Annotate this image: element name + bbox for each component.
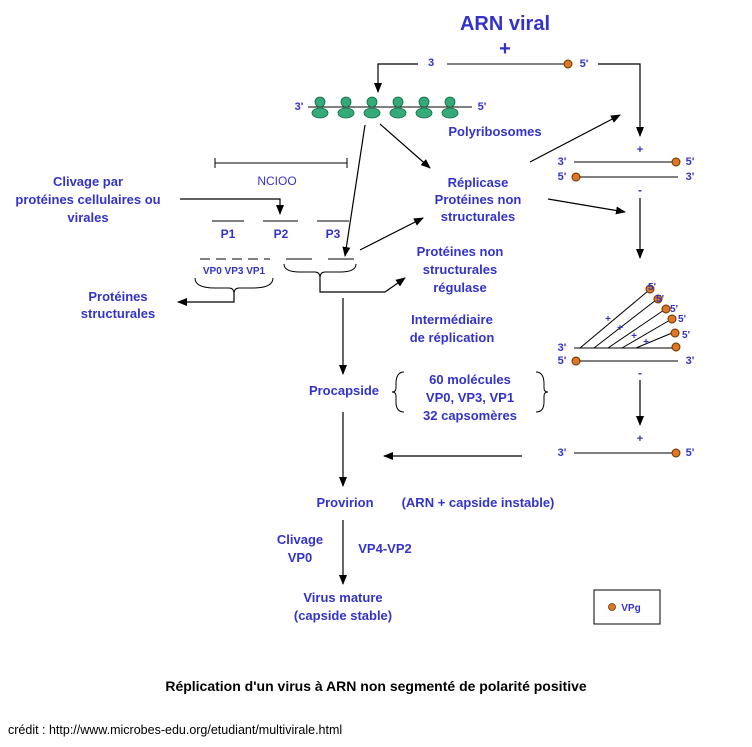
arrow-replicase-up (529, 114, 621, 163)
final-3-label: 3' (558, 447, 567, 459)
rf-top-3-label: 3' (558, 156, 567, 168)
ri-plus-1: + (605, 314, 611, 325)
ribosome-1 (311, 96, 329, 119)
procapside-line1: 60 molécules (429, 372, 511, 387)
ri-5-label-bottom: 5' (558, 355, 567, 367)
regulase-line1: Protéines non (417, 244, 504, 259)
final-5-label: 5' (686, 447, 695, 459)
credit-line: crédit : http://www.microbes-edu.org/etu… (8, 723, 343, 737)
vpg-marker-top (563, 59, 573, 69)
clivage-vp0-line2: VP0 (288, 550, 313, 565)
arrow-clivage-to-p2 (180, 198, 284, 215)
rf-bottom-3-label: 3' (686, 171, 695, 183)
regulase-line3: régulase (433, 280, 486, 295)
nciOO-label: NCIOO (257, 174, 296, 188)
ribosomes (311, 96, 459, 119)
vp-brace (194, 277, 274, 295)
diagram-title: ARN viral (460, 13, 550, 35)
final-vpg (671, 448, 681, 458)
replicase-line2: Protéines non (435, 192, 522, 207)
ri-3-label: 3' (558, 342, 567, 354)
arrow-p3-to-replicase (359, 217, 424, 251)
p1-label: P1 (221, 227, 236, 241)
ri-3-label-bottom: 3' (686, 355, 695, 367)
arrow-replicase-right (547, 198, 626, 215)
top-3-label: 3 (428, 57, 434, 69)
intermediaire-line1: Intermédiaire (411, 312, 493, 327)
prot-struct-line1: Protéines (88, 289, 147, 304)
clivage-line3: virales (67, 210, 108, 225)
virus-mature-line1: Virus mature (303, 590, 382, 605)
arrow-to-regulase (319, 277, 406, 293)
ri-plus-2: + (617, 323, 623, 334)
p2-label: P2 (274, 227, 289, 241)
rf-bottom-5-label: 5' (558, 171, 567, 183)
clivage-line1: Clivage par (53, 174, 123, 189)
rf-plus-sign: + (637, 144, 643, 156)
polyribosome-3-label: 3' (295, 101, 304, 113)
ribosome-6 (441, 96, 459, 119)
vp4-vp2-label: VP4-VP2 (358, 541, 411, 556)
polyribosome-5-label: 5' (478, 101, 487, 113)
top-5-label: 5' (580, 58, 589, 70)
arrow-to-replication (598, 63, 644, 137)
ri-5-label-4: 5' (678, 314, 686, 325)
replicative-intermediate: + + + + (571, 284, 681, 366)
procapside-brace-right (535, 371, 549, 413)
arrow-to-proteines-structurales (177, 294, 235, 306)
vpg-legend-label: VPg (621, 603, 640, 614)
ri-plus-3: + (631, 331, 637, 342)
vp0-vp3-vp1-label: VP0 VP3 VP1 (203, 266, 266, 277)
rf-vpg-1 (671, 157, 681, 167)
rf-top-5-label: 5' (686, 156, 695, 168)
title-plus-sign: + (499, 38, 511, 60)
ri-5-label-5: 5' (682, 330, 690, 341)
p3-label: P3 (326, 227, 341, 241)
rf-vpg-2 (571, 172, 581, 182)
ribosome-4 (389, 96, 407, 119)
ri-minus-sign: - (638, 366, 642, 380)
ribosome-3 (363, 96, 381, 119)
ribosome-2 (337, 96, 355, 119)
clivage-vp0-line1: Clivage (277, 532, 323, 547)
procapside-brace-left (391, 371, 405, 413)
ri-5-label-top: 5' (648, 282, 656, 293)
vpg-legend-dot (608, 603, 616, 611)
virus-mature-line2: (capside stable) (294, 608, 392, 623)
replicase-label: Réplicase (448, 175, 509, 190)
prot-struct-line2: structurales (81, 306, 155, 321)
final-plus-sign: + (637, 433, 643, 445)
ribosome-5 (415, 96, 433, 119)
clivage-line2: protéines cellulaires ou (15, 192, 160, 207)
ri-5-label-2: 5' (656, 294, 664, 305)
vpg-legend-box (593, 589, 661, 625)
intermediaire-line2: de réplication (410, 330, 495, 345)
figure-caption: Réplication d'un virus à ARN non segment… (165, 678, 587, 694)
procapside-label: Procapside (309, 383, 379, 398)
polyribosomes-label: Polyribosomes (448, 124, 541, 139)
regulase-line2: structurales (423, 262, 497, 277)
arrow-poly-to-replicase (379, 123, 431, 169)
arrow-poly-to-p3 (342, 124, 366, 257)
rf-minus-sign: - (638, 183, 642, 197)
provirion-label: Provirion (316, 495, 373, 510)
ri-plus-4: + (643, 337, 649, 348)
replicase-line3: structurales (441, 209, 515, 224)
arrow-to-polyribosomes (374, 63, 418, 93)
procapside-line2: VP0, VP3, VP1 (426, 390, 514, 405)
p2p3-brace (283, 263, 357, 279)
provirion-note: (ARN + capside instable) (402, 495, 555, 510)
procapside-line3: 32 capsomères (423, 408, 517, 423)
ri-5-label-3: 5' (670, 304, 678, 315)
